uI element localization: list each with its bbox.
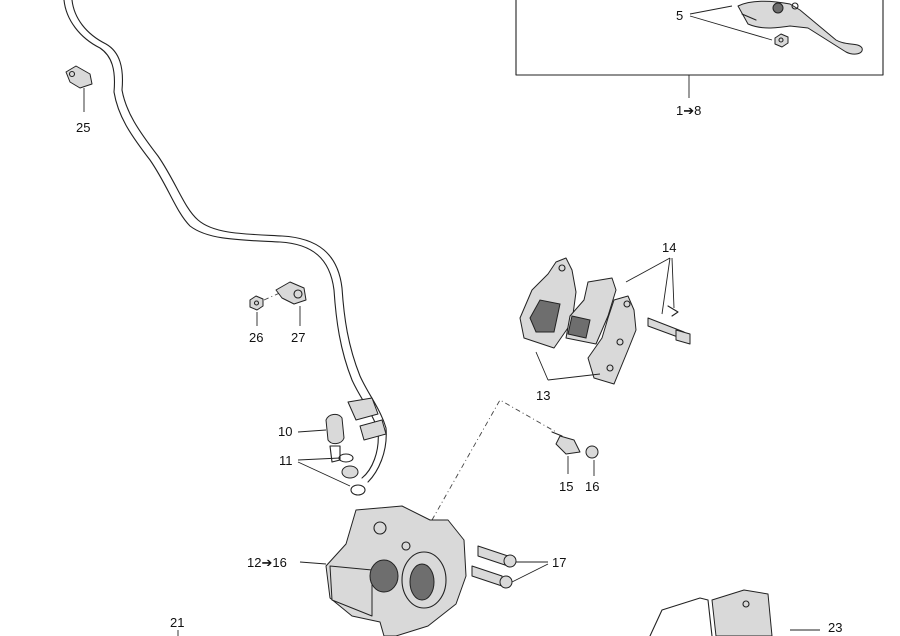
pivot-nut [774, 33, 789, 48]
master-cylinder-inset: 5 1➔8 [515, 0, 884, 118]
callout-17: 17 [552, 555, 566, 570]
washers-11: 11 [279, 453, 366, 496]
callout-23: 23 [828, 620, 842, 635]
hose-clamp-25: 25 [65, 65, 93, 135]
bleeder-valve-15: 15 [551, 431, 581, 494]
callout-15: 15 [559, 479, 573, 494]
hose-clamp-27: 27 [275, 281, 307, 345]
callout-21: 21 [170, 615, 184, 630]
banjo-bolt-10: 10 [278, 413, 345, 463]
callout-1-to-8: 1➔8 [676, 103, 701, 118]
callout-25: 25 [76, 120, 90, 135]
brake-hose [63, 0, 387, 483]
brake-pads [519, 257, 637, 385]
callout-10: 10 [278, 424, 292, 439]
callout-11: 11 [279, 453, 293, 468]
brake-caliper: 12➔16 [247, 505, 467, 636]
nut-26: 26 [249, 295, 264, 345]
callout-group-21: 21 [170, 615, 184, 636]
caliper-bolts-17: 17 [471, 545, 566, 589]
callout-12-to-16: 12➔16 [247, 555, 287, 570]
bleeder-cap-16: 16 [585, 445, 599, 494]
callout-27: 27 [291, 330, 305, 345]
brake-lever-assembly [737, 0, 863, 55]
pad-pin-14: 14 [625, 240, 691, 345]
callout-14: 14 [662, 240, 676, 255]
callout-26: 26 [249, 330, 263, 345]
callout-13: 13 [536, 388, 550, 403]
bracket-23: 23 [649, 589, 842, 636]
callout-5: 5 [676, 8, 683, 23]
callout-16: 16 [585, 479, 599, 494]
